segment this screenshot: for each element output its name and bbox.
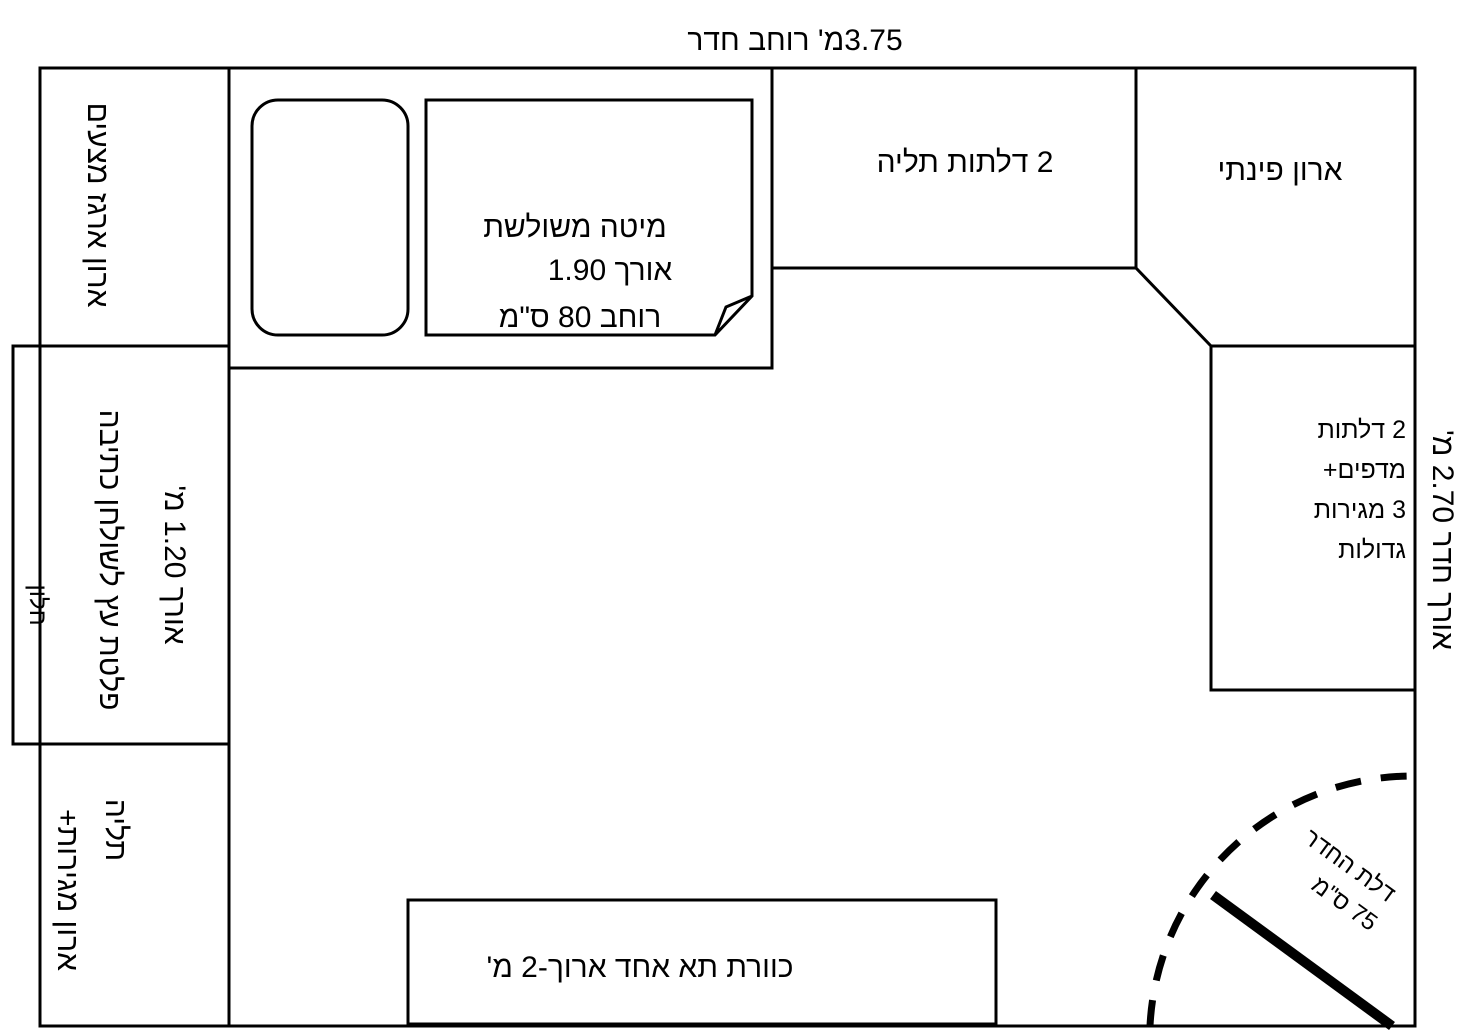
bed-label-1: מיטה משולשת <box>483 211 667 244</box>
hanging-wardrobe-label: 2 דלתות תליה <box>877 146 1054 179</box>
drawers-cabinet <box>38 742 231 1028</box>
bookshelf <box>406 898 998 1026</box>
room-length-label: אורך חדר 2.70 מ' <box>1426 430 1459 650</box>
door-swing-arc <box>1146 772 1414 1027</box>
corner-wardrobe-label: ארון פינתי <box>1217 154 1342 187</box>
bookshelf-label: כוורת תא אחד ארוך-2 מ' <box>486 951 793 984</box>
bed <box>424 98 754 337</box>
desk-board-label: פלטת עץ לשולחן כתיבה <box>93 410 126 711</box>
desk-length-label: אורך 1.20 מ' <box>158 485 191 644</box>
drawers-cabinet-label-2: תליה <box>99 799 132 861</box>
right-cabinet-label-2: מדפים+ <box>1323 456 1406 484</box>
corner-wardrobe <box>1134 66 1417 348</box>
room-outline <box>38 66 1417 1028</box>
window-label: חלון <box>24 585 51 626</box>
bedding-cabinet-label: ארון ארגז מצעים <box>81 103 114 308</box>
bed-label-2: אורך 1.90 <box>548 254 673 287</box>
right-cabinet <box>1209 344 1417 692</box>
right-cabinet-label-1: 2 דלתות <box>1318 416 1407 444</box>
bed-label-3: רוחב 80 ס"מ <box>499 301 662 334</box>
door-leaf <box>1210 890 1395 1031</box>
room-width-label: 3.75מ' רוחב חדר <box>687 24 902 57</box>
drawers-cabinet-label-1: ארון מגירות+ <box>51 809 84 971</box>
right-cabinet-label-4: גדולות <box>1338 536 1406 564</box>
pillow <box>250 98 410 337</box>
right-cabinet-label-3: 3 מגירות <box>1314 496 1406 524</box>
bedding-cabinet <box>38 66 231 348</box>
